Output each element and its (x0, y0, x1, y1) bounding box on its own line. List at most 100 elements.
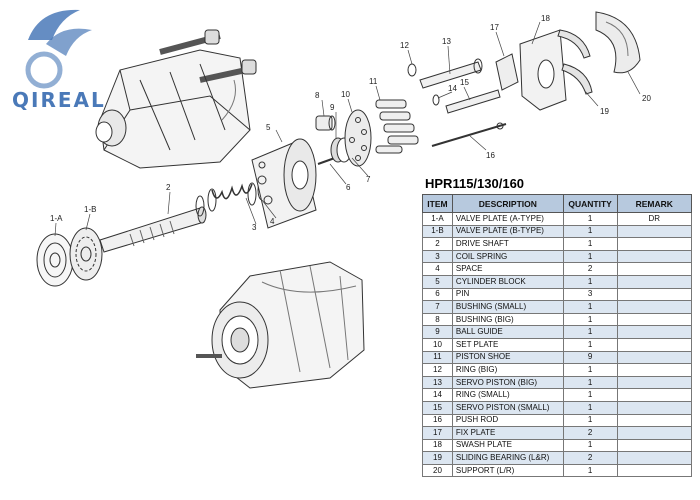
cell-description: SWASH PLATE (451, 438, 564, 453)
cell-item: 6 (422, 287, 453, 302)
cell-remark (616, 363, 692, 377)
pump-assembly-lower (196, 261, 365, 389)
cell-item: 16 (422, 413, 453, 428)
cell-description: FIX PLATE (451, 426, 564, 440)
cell-item: 15 (422, 400, 453, 415)
cell-description: RING (SMALL) (451, 388, 564, 402)
cell-quantity: 1 (562, 249, 618, 264)
cell-item: 12 (422, 363, 453, 377)
cell-description: DRIVE SHAFT (451, 237, 564, 251)
cell-remark (616, 274, 692, 289)
cell-description: SUPPORT (L/R) (451, 463, 564, 478)
header-remark: REMARK (616, 194, 692, 213)
cell-item: 3 (422, 249, 453, 264)
header-description: DESCRIPTION (451, 194, 564, 213)
callout-label: 14 (448, 84, 457, 93)
cell-description: SLIDING BEARING (L&R) (451, 451, 564, 465)
cell-remark (616, 237, 692, 251)
cell-item: 1-B (422, 224, 453, 239)
cell-quantity: 1 (562, 224, 618, 239)
valve-plate-b (69, 227, 103, 281)
cell-item: 1-A (422, 212, 453, 226)
cell-remark (616, 350, 692, 365)
swash-plate (519, 29, 567, 111)
cell-remark (616, 413, 692, 428)
callout-label: 3 (252, 223, 257, 232)
cell-item: 14 (422, 388, 453, 402)
cell-remark (616, 426, 692, 440)
callout-label: 5 (266, 123, 271, 132)
cell-item: 20 (422, 463, 453, 478)
cell-description: BUSHING (BIG) (451, 312, 564, 327)
cell-description: CYLINDER BLOCK (451, 274, 564, 289)
cell-item: 4 (422, 262, 453, 276)
cell-quantity: 1 (562, 212, 618, 226)
callout-label: 10 (341, 90, 350, 99)
callout-label: 16 (486, 151, 495, 160)
cell-description: COIL SPRING (451, 249, 564, 264)
cell-description: BUSHING (SMALL) (451, 300, 564, 314)
cell-remark (616, 400, 692, 415)
cell-quantity: 1 (562, 463, 618, 478)
cell-quantity: 1 (562, 375, 618, 390)
cell-item: 10 (422, 337, 453, 352)
callout-label: 1-A (50, 214, 63, 223)
logo-emblem (25, 9, 92, 89)
cell-remark (616, 463, 692, 478)
sliding-bearings (557, 29, 593, 95)
cell-quantity: 2 (562, 262, 618, 276)
cell-quantity: 1 (562, 237, 618, 251)
cell-description: PIN (451, 287, 564, 302)
pump-assembly-upper (95, 29, 257, 169)
cell-description: SERVO PISTON (BIG) (451, 375, 564, 390)
cell-description: BALL GUIDE (451, 325, 564, 339)
servo-piston-small (445, 89, 501, 114)
cell-item: 13 (422, 375, 453, 390)
cell-quantity: 2 (562, 451, 618, 465)
coil-spring (207, 182, 257, 212)
cell-item: 2 (422, 237, 453, 251)
logo-wordmark: QIREAL (12, 88, 106, 112)
cell-quantity: 1 (562, 363, 618, 377)
callout-label: 1-B (84, 205, 96, 214)
cell-quantity: 1 (562, 274, 618, 289)
cell-description: PISTON SHOE (451, 350, 564, 365)
table-header-row: ITEM DESCRIPTION QUANTITY REMARK (422, 194, 692, 213)
cell-description: VALVE PLATE (B-TYPE) (451, 224, 564, 239)
cell-description: VALVE PLATE (A-TYPE) (451, 212, 564, 226)
cell-remark: DR (616, 212, 692, 226)
cell-description: SET PLATE (451, 337, 564, 352)
support (595, 11, 641, 74)
cell-remark (616, 287, 692, 302)
cell-quantity: 3 (562, 287, 618, 302)
cell-quantity: 1 (562, 400, 618, 415)
callout-label: 2 (166, 183, 171, 192)
callout-label: 9 (330, 103, 335, 112)
cell-remark (616, 375, 692, 390)
cell-remark (616, 388, 692, 402)
cell-item: 9 (422, 325, 453, 339)
callout-label: 20 (642, 94, 651, 103)
cell-quantity: 1 (562, 388, 618, 402)
cell-remark (616, 262, 692, 276)
cell-description: SERVO PISTON (SMALL) (451, 400, 564, 415)
ring-big (407, 63, 417, 77)
valve-plate-a (36, 233, 74, 287)
callout-label: 19 (600, 107, 609, 116)
